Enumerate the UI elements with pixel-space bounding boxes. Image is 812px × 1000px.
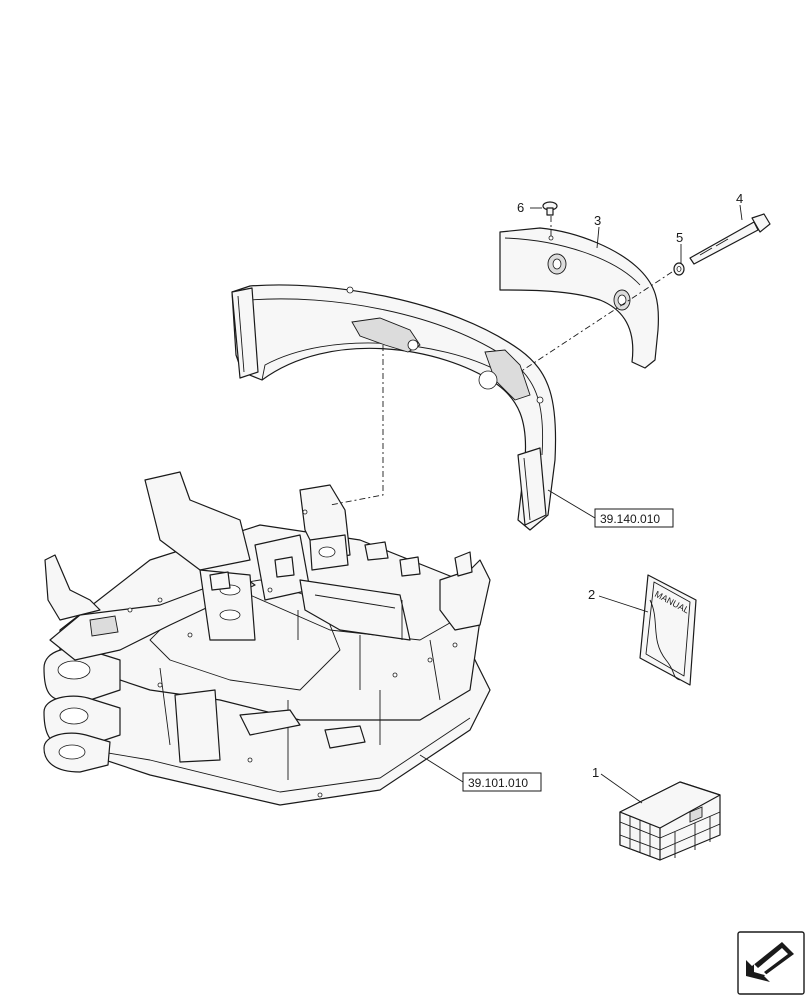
leader-ref-140 [547,489,596,519]
reference-label-frame: 39.101.010 [468,776,528,790]
leader-1 [600,773,643,804]
counterweight-frame [231,284,557,531]
callout-3: 3 [594,213,601,228]
washer [673,262,685,276]
leader-3 [596,226,600,249]
callout-4: 4 [736,191,743,206]
callout-2: 2 [588,587,595,602]
reference-label-counterweight: 39.140.010 [600,512,660,526]
plug [542,201,558,216]
leader-2 [598,595,649,613]
reference-box-counterweight[interactable]: 39.140.010 [594,508,674,528]
reference-box-frame[interactable]: 39.101.010 [462,772,542,792]
operator-manual: MANUAL [639,574,697,686]
callout-5: 5 [676,230,683,245]
leader-ref-101 [419,754,464,783]
upper-frame [43,471,491,806]
leader-4 [739,204,743,221]
back-arrow-icon[interactable] [737,931,805,995]
callout-1: 1 [592,765,599,780]
assembly-line-frame [329,345,384,506]
assembly-line-bolt [519,271,673,373]
counterweight-block [499,227,660,369]
callout-6: 6 [517,200,524,215]
packing-crate [619,781,721,861]
bolt [689,213,771,265]
